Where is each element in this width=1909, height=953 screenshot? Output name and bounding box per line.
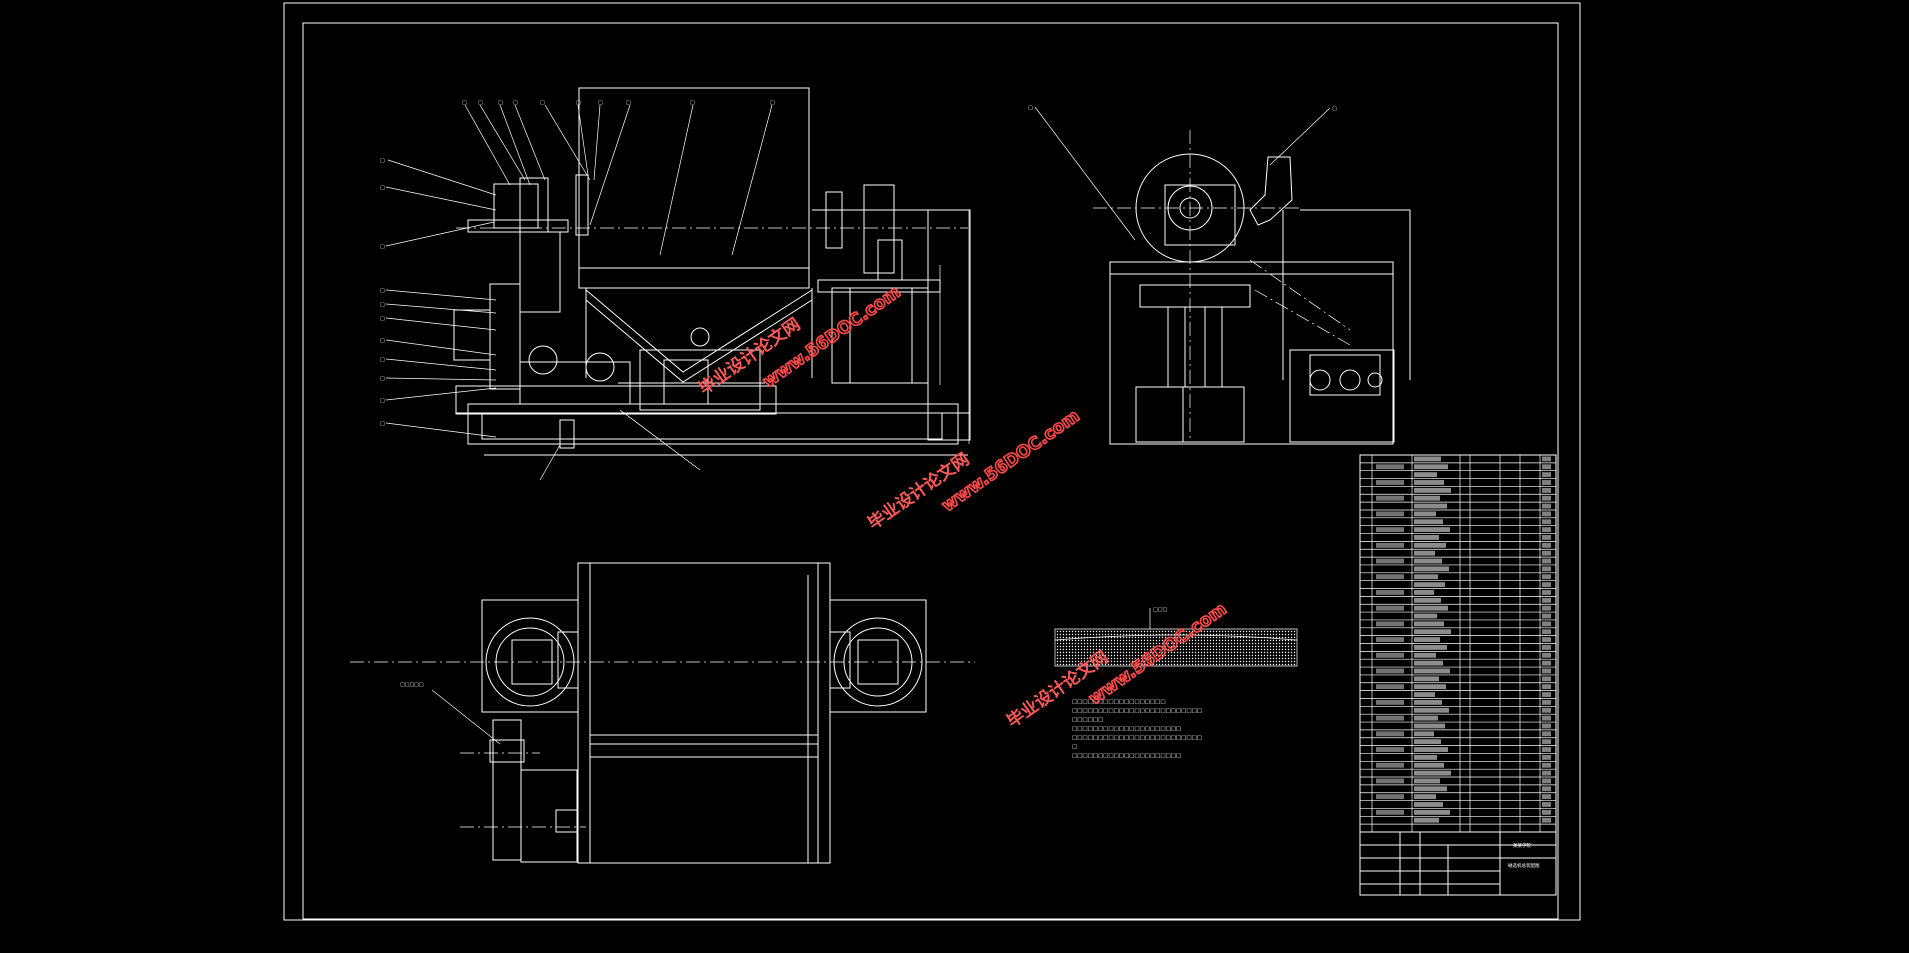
parts-list-cell-text — [1414, 794, 1436, 800]
sheet-outer-border — [283, 2, 1581, 921]
parts-list-cell-text — [1414, 684, 1446, 690]
parts-list-cell-text — [1414, 652, 1436, 658]
parts-list-cell-text — [1414, 645, 1447, 650]
svg-text:□: □ — [380, 357, 385, 363]
svg-text:□: □ — [380, 316, 385, 322]
title-block-drawing-name: 磁选机总装配图 — [1508, 862, 1540, 869]
svg-text:□: □ — [598, 100, 603, 106]
svg-text:□□□□□□□□□□□□□□□□□□□□□□□□□: □□□□□□□□□□□□□□□□□□□□□□□□□ — [1072, 735, 1202, 741]
parts-list-cell-text — [1414, 535, 1439, 540]
parts-list-cell-text — [1414, 487, 1451, 493]
parts-list-cell-text — [1414, 715, 1438, 721]
parts-list-cell-text — [1414, 511, 1436, 517]
svg-text:□: □ — [380, 288, 385, 294]
parts-list-cell-text — [1414, 542, 1446, 548]
parts-list-cell-text — [1414, 456, 1441, 462]
svg-text:□: □ — [690, 100, 695, 106]
parts-list-cell-text — [1414, 660, 1443, 666]
parts-list-cell-text — [1414, 566, 1449, 572]
front-view: □ □ □ □ □ □ □ □ □ □ □ □ □ □ □ □ □ □ □ □ … — [380, 87, 971, 481]
svg-text:□: □ — [626, 100, 631, 106]
parts-list-cell-text — [1414, 574, 1438, 580]
svg-text:□□□: □□□ — [1153, 607, 1167, 613]
parts-list-cell-text — [1414, 629, 1451, 635]
parts-list-cell-text — [1414, 527, 1450, 533]
parts-list-cell-text — [1414, 464, 1448, 470]
parts-list-cell-text — [1414, 495, 1440, 501]
parts-list-cell-text — [1414, 472, 1437, 478]
svg-text:□: □ — [478, 100, 483, 106]
parts-list-cell-text — [1414, 762, 1444, 768]
svg-text:□□□□□□: □□□□□□ — [1072, 717, 1103, 723]
parts-list-cell-text — [1414, 519, 1443, 525]
svg-text:□□□□□□□□□□□□□□□□□□□□□: □□□□□□□□□□□□□□□□□□□□□ — [1072, 726, 1181, 732]
top-view: □□□□□ — [350, 562, 975, 864]
technical-notes: □□□□□□□□□□□□□□□□□□ □□□□□□□□□□□□□□□□□□□□□… — [1072, 699, 1202, 759]
svg-text:□: □ — [576, 100, 581, 106]
parts-list-cell-text — [1414, 802, 1443, 807]
svg-text:□: □ — [380, 302, 385, 308]
parts-list-cell-text — [1414, 778, 1440, 784]
svg-text:□□□□□□□□□□□□□□□□□□□□□□□□□: □□□□□□□□□□□□□□□□□□□□□□□□□ — [1072, 708, 1202, 714]
side-view: □ □ — [1028, 105, 1411, 445]
detail-view: □□□ □□□□□□□□□□□□□□□□□□ □□□□□□□□□□□□□□□□□… — [1054, 607, 1298, 759]
parts-list-cell-text — [1414, 582, 1445, 588]
parts-list-cell-text — [1414, 699, 1442, 705]
svg-text:□: □ — [1072, 744, 1077, 750]
svg-text:□□□□□: □□□□□ — [400, 682, 424, 688]
svg-text:□: □ — [462, 100, 467, 106]
svg-text:□: □ — [380, 244, 385, 250]
parts-list-cell-text — [1414, 817, 1439, 823]
parts-list-cell-text — [1414, 590, 1434, 595]
parts-list-cell-text — [1414, 770, 1451, 776]
svg-text:□□□□□□□□□□□□□□□□□□: □□□□□□□□□□□□□□□□□□ — [1072, 699, 1166, 705]
svg-text:□: □ — [380, 421, 385, 427]
svg-text:□: □ — [1332, 106, 1337, 112]
parts-list-cell-text — [1414, 621, 1444, 627]
svg-text:□: □ — [380, 185, 385, 191]
parts-list-cell-text — [1414, 786, 1447, 792]
parts-list-cell-text — [1414, 605, 1448, 611]
svg-text:□: □ — [513, 100, 518, 106]
svg-text:□: □ — [380, 398, 385, 404]
title-block: 某某学院 磁选机总装配图 — [1359, 831, 1557, 896]
parts-list-cell-text — [1414, 809, 1450, 815]
parts-list-cell-text — [1414, 480, 1444, 485]
parts-list-cell-text — [1414, 550, 1435, 556]
parts-list-cell-text — [1414, 747, 1448, 752]
parts-list-cell-text — [1414, 637, 1440, 642]
parts-list-cell-text — [1414, 676, 1439, 682]
svg-text:□□□□□□□□□□□□□□□□□□□□□: □□□□□□□□□□□□□□□□□□□□□ — [1072, 753, 1181, 759]
sheet-inner-border — [302, 22, 1559, 920]
parts-list-cell-text — [1414, 597, 1441, 603]
svg-text:□: □ — [380, 376, 385, 382]
parts-list-cell-text — [1414, 731, 1434, 737]
parts-list-cell-text — [1414, 613, 1437, 619]
parts-list-cell-text — [1414, 503, 1447, 509]
parts-list-cell-text — [1414, 692, 1435, 697]
parts-list-cell-text — [1414, 668, 1450, 674]
svg-text:□: □ — [540, 100, 545, 106]
watermarks: 毕业设计论文网 www.56DOC.com 毕业设计论文网 www.56DOC.… — [695, 281, 1231, 732]
svg-text:□: □ — [380, 158, 385, 164]
front-view-leaders — [385, 104, 773, 481]
parts-list — [1359, 454, 1557, 833]
parts-list-cell-text — [1414, 558, 1442, 564]
svg-text:□: □ — [380, 338, 385, 344]
svg-text:□: □ — [1028, 105, 1033, 111]
parts-list-cell-text — [1414, 739, 1441, 745]
front-view-balloons: □ □ □ □ □ □ □ □ □ □ □ □ □ □ □ □ □ □ □ □ … — [380, 100, 775, 427]
svg-text:□: □ — [770, 100, 775, 106]
svg-text:□: □ — [498, 100, 503, 106]
title-block-company: 某某学院 — [1513, 842, 1531, 849]
parts-list-cell-text — [1414, 707, 1449, 713]
parts-list-cell-text — [1414, 723, 1445, 729]
parts-list-cell-text — [1414, 754, 1437, 760]
